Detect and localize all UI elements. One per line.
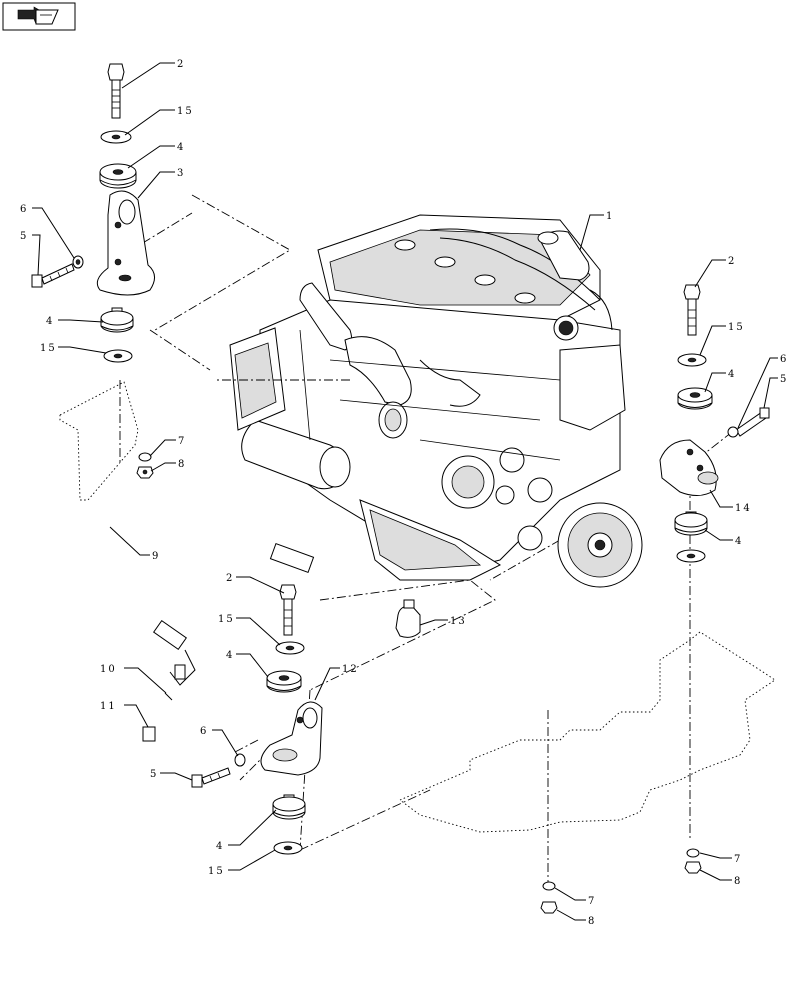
callout-7: 7 — [734, 854, 742, 865]
callout-7: 7 — [588, 896, 596, 907]
callout-13: 13 — [450, 616, 467, 627]
callout-2: 2 — [177, 59, 185, 70]
callout-4: 4 — [226, 650, 234, 661]
next-page-arrow-icon[interactable] — [2, 2, 76, 31]
callout-2: 2 — [728, 256, 736, 267]
callout-6: 6 — [780, 354, 788, 365]
callout-4: 4 — [46, 316, 54, 327]
callout-6: 6 — [20, 204, 28, 215]
callout-15: 15 — [177, 106, 194, 117]
callout-10: 10 — [100, 664, 117, 675]
callout-8: 8 — [588, 916, 596, 927]
callout-8: 8 — [178, 459, 186, 470]
callout-labels: 2 15 4 3 6 5 4 15 7 8 1 2 15 4 6 5 14 4 … — [20, 59, 788, 927]
callout-6: 6 — [200, 726, 208, 737]
callout-15: 15 — [40, 343, 57, 354]
callout-4: 4 — [177, 142, 185, 153]
callout-14: 14 — [735, 503, 752, 514]
callout-5: 5 — [20, 231, 28, 242]
callout-15: 15 — [208, 866, 225, 877]
callout-2: 2 — [226, 573, 234, 584]
callout-11: 11 — [100, 701, 117, 712]
callout-12: 12 — [342, 664, 359, 675]
callout-4: 4 — [728, 369, 736, 380]
callout-3: 3 — [177, 168, 185, 179]
callout-15: 15 — [728, 322, 745, 333]
front-left-mount — [191, 584, 558, 914]
callout-9: 9 — [152, 551, 160, 562]
callout-4: 4 — [216, 841, 224, 852]
engine-assembly — [215, 214, 643, 588]
callout-8: 8 — [734, 876, 742, 887]
callout-5: 5 — [150, 769, 158, 780]
leader-lines — [32, 62, 778, 921]
hose-assembly — [91, 510, 421, 742]
callout-1: 1 — [606, 211, 614, 222]
callout-5: 5 — [780, 374, 788, 385]
callout-15: 15 — [218, 614, 235, 625]
callout-7: 7 — [178, 436, 186, 447]
callout-4: 4 — [735, 536, 743, 547]
front-right-mount — [659, 284, 770, 874]
rear-left-mount — [31, 63, 155, 479]
